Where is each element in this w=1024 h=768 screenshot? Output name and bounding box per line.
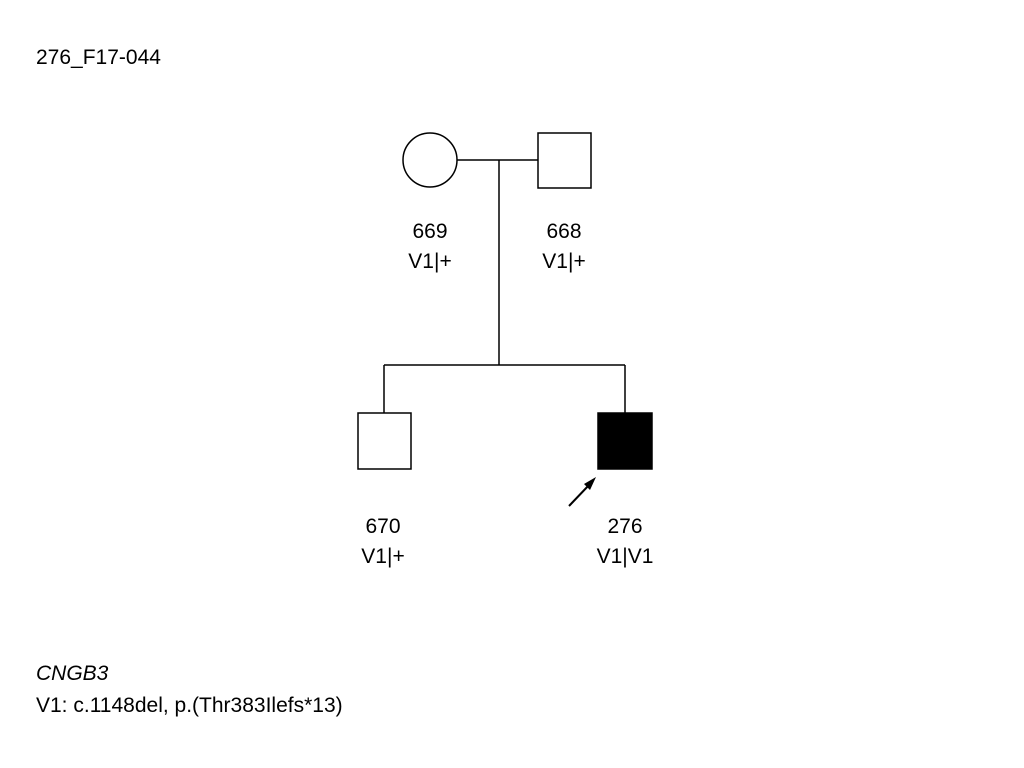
proband-arrow-icon [568,477,596,507]
sibling-label: 670 V1|+ [323,512,443,572]
variant-description: V1: c.1148del, p.(Thr383Ilefs*13) [36,694,343,717]
sibling-genotype: V1|+ [361,545,405,568]
mother-id: 669 [412,220,448,243]
father-label: 668 V1|+ [504,217,624,277]
proband-id: 276 [607,515,643,538]
proband-genotype: V1|V1 [596,545,654,568]
father-genotype: V1|+ [542,250,586,273]
mother-genotype: V1|+ [408,250,452,273]
gene-name: CNGB3 [36,662,109,685]
father-id: 668 [546,220,582,243]
family-id-title: 276_F17-044 [36,46,161,69]
variant-legend: CNGB3 V1: c.1148del, p.(Thr383Ilefs*13) [36,658,343,722]
mother-symbol [402,132,458,188]
sibling-symbol [357,412,412,470]
proband-label: 276 V1|V1 [565,512,685,572]
father-symbol [537,132,592,189]
mother-label: 669 V1|+ [370,217,490,277]
sibling-id: 670 [365,515,401,538]
proband-symbol [597,412,653,470]
